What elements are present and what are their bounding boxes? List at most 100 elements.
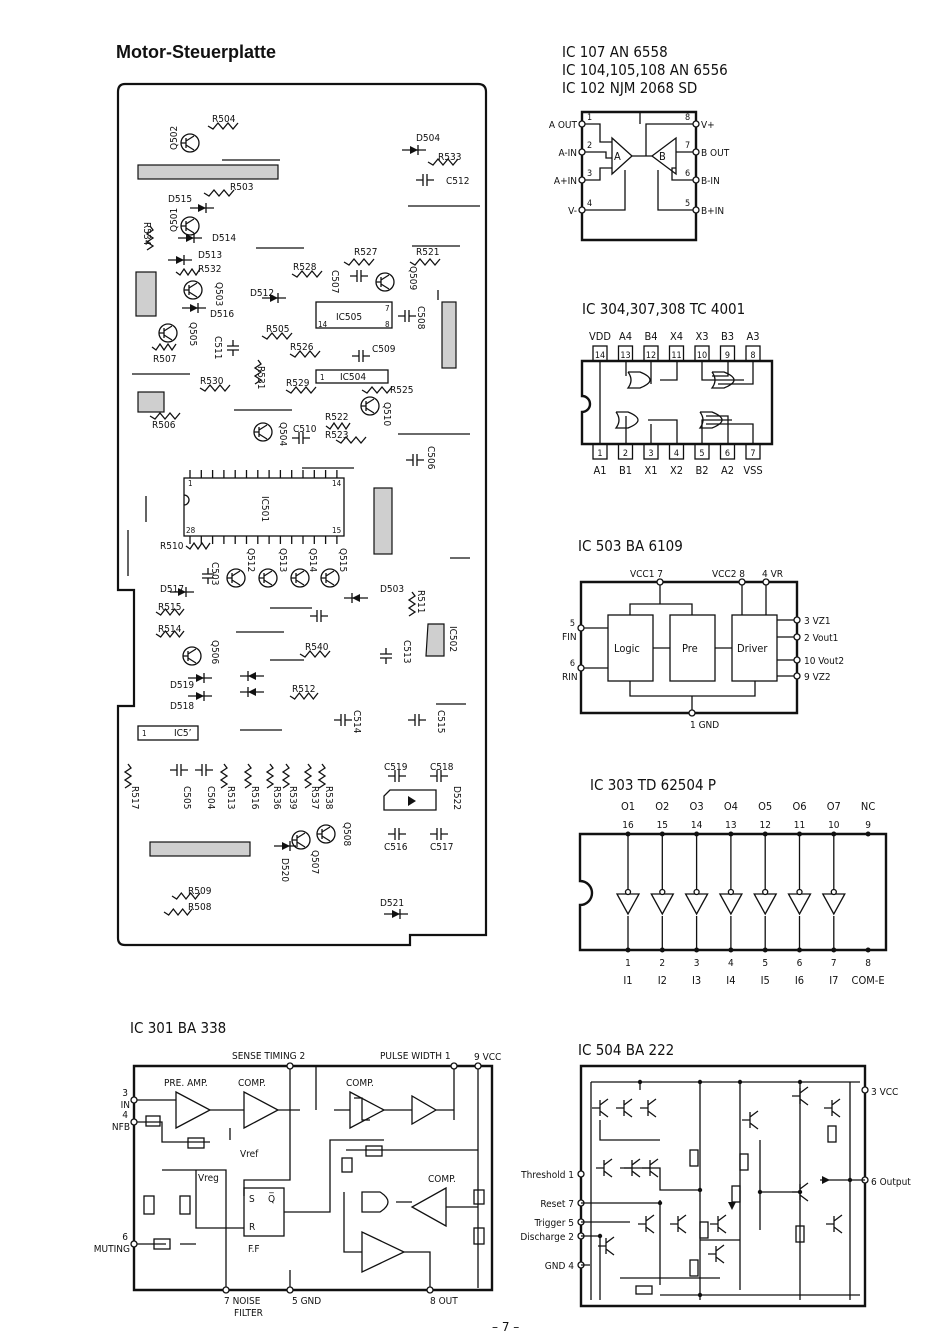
- tc4001-bottom-pin-num: 7: [750, 449, 755, 459]
- label-C505: C505: [181, 786, 192, 809]
- resistor-R504: [207, 121, 239, 131]
- tc4001-top-pin-num: 10: [697, 351, 707, 361]
- opamp-pin-label: V+: [701, 120, 715, 131]
- hatched-strip-3: [441, 301, 457, 369]
- opamp-pin-left: [578, 120, 586, 128]
- td62504p-bottom-pin: 6: [797, 958, 803, 969]
- td62504p-input-label: I1: [623, 974, 632, 987]
- td62504p-input-label: I6: [795, 974, 804, 987]
- tc4001-bottom-label: B1: [619, 464, 632, 477]
- label-C518: C518: [430, 762, 454, 773]
- d522-package: [383, 789, 437, 811]
- ba222-transistor: [708, 1244, 725, 1264]
- td62504p-inverter-bubble: [762, 888, 769, 896]
- ba222-junction: [657, 1200, 663, 1206]
- ba222-transistor: [640, 1098, 657, 1118]
- ba338-preamp-label: PRE. AMP.: [164, 1078, 208, 1089]
- opamp-pin-num: 7: [685, 141, 690, 151]
- ic502-outline: [425, 623, 445, 657]
- td62504p-top-pin: 11: [794, 820, 805, 831]
- ba338-comp3-label: COMP.: [428, 1174, 456, 1185]
- diode-wire-D504: [402, 145, 426, 155]
- ba338-pin-left: [130, 1118, 138, 1126]
- capacitor-C506: [406, 454, 424, 466]
- hatched-strip-1: [137, 164, 279, 180]
- label-C517: C517: [430, 842, 453, 853]
- pin-ic501-28: 28: [186, 526, 196, 535]
- ic505-outline: [315, 301, 393, 329]
- ba338-pin-num: 6: [122, 1232, 128, 1243]
- transistor-sym-Q504: [254, 424, 268, 440]
- td62504p-output-label: NC: [861, 800, 875, 813]
- ba222-resistor: [689, 1149, 699, 1167]
- capacitor-C508: [398, 310, 416, 322]
- ba6109-block-pre: Pre: [682, 642, 698, 655]
- dual-opamp-heading-1: IC 107 AN 6558: [562, 43, 668, 61]
- diode-wire-D516: [182, 303, 206, 313]
- label-R533: R533: [438, 152, 461, 163]
- resistor-R533: [427, 157, 459, 167]
- label-D512: D512: [250, 288, 274, 299]
- label-C506: C506: [425, 446, 436, 470]
- resistor-R506: [149, 411, 181, 421]
- resistor-R512: [289, 691, 319, 701]
- capacitor-C503: [202, 568, 214, 584]
- capacitor-C518: [430, 770, 448, 782]
- tc4001-top-pin-num: 14: [595, 351, 605, 361]
- ba222-pin-left: [577, 1170, 585, 1178]
- capacitor-C515: [408, 714, 426, 726]
- diode-wire-D521: [384, 909, 408, 919]
- diode-wire-D520: [274, 841, 298, 851]
- td62504p-top-pin: 12: [759, 820, 770, 831]
- opamp-pin-num: 6: [685, 169, 690, 179]
- td62504p-output-label: O3: [690, 800, 704, 813]
- tc4001-top-pin-num: 11: [671, 351, 681, 361]
- ba222-junction: [757, 1189, 763, 1195]
- label-Q514: Q514: [307, 548, 318, 573]
- tc4001-bottom-pin-num: 2: [623, 449, 628, 459]
- td62504p-top-pin: 10: [828, 820, 840, 831]
- label-D522: D522: [451, 786, 462, 810]
- resistor-R526: [289, 349, 321, 359]
- td62504p-top-pin: 16: [622, 820, 634, 831]
- tc4001-bottom-pin-num: 6: [725, 449, 730, 459]
- diode-wire-D518: [188, 691, 212, 701]
- label-C512: C512: [446, 176, 469, 187]
- transistor-sym-Q509: [376, 274, 390, 290]
- ba338-label-pulse-width: PULSE WIDTH 1: [380, 1051, 451, 1062]
- td62504p-output-label: O4: [724, 800, 738, 813]
- resistor-R505: [261, 331, 293, 341]
- resistor-R525: [361, 385, 393, 395]
- ba222-junction: [697, 1292, 703, 1298]
- ba222-resistor: [731, 1185, 741, 1203]
- tc4001-top-label: X4: [670, 330, 683, 343]
- label-R517: R517: [129, 786, 140, 809]
- resistor-R513: [219, 763, 229, 789]
- ba222-resistor: [795, 1225, 805, 1243]
- ba222-resistor: [699, 1221, 709, 1239]
- opamp-pin-num: 3: [587, 169, 592, 179]
- capacitor-C511: [227, 340, 239, 356]
- label-R538: R538: [323, 786, 334, 810]
- dual-opamp-heading-3: IC 102 NJM 2068 SD: [562, 79, 697, 97]
- ba338-pin-num: 4: [122, 1110, 128, 1121]
- ba6109-pin-num: 6: [570, 659, 575, 669]
- resistor-R530: [199, 383, 231, 393]
- ba222-pin-label: Threshold 1: [520, 1170, 574, 1181]
- opamp-pin-label: V-: [568, 206, 577, 217]
- resistor-R503: [203, 188, 235, 198]
- opamp-b-triangle: [650, 136, 677, 176]
- label-D515: D515: [168, 194, 192, 205]
- ba222-junction: [847, 1177, 853, 1183]
- ba6109-pin-right: [793, 672, 801, 680]
- ba222-pin-label: GND 4: [545, 1261, 574, 1272]
- label-C510: C510: [293, 424, 317, 435]
- ba222-junction: [797, 1079, 803, 1085]
- resistor-R509: [171, 891, 201, 901]
- td62504p-top-pin: 15: [657, 820, 668, 831]
- ba222-pin-label: 6 Output: [871, 1177, 911, 1188]
- transistor-sym-Q513: [259, 570, 273, 586]
- label-R516: R516: [249, 786, 260, 810]
- ba6109-pin-top: [738, 578, 746, 586]
- resistor-R515: [155, 607, 185, 617]
